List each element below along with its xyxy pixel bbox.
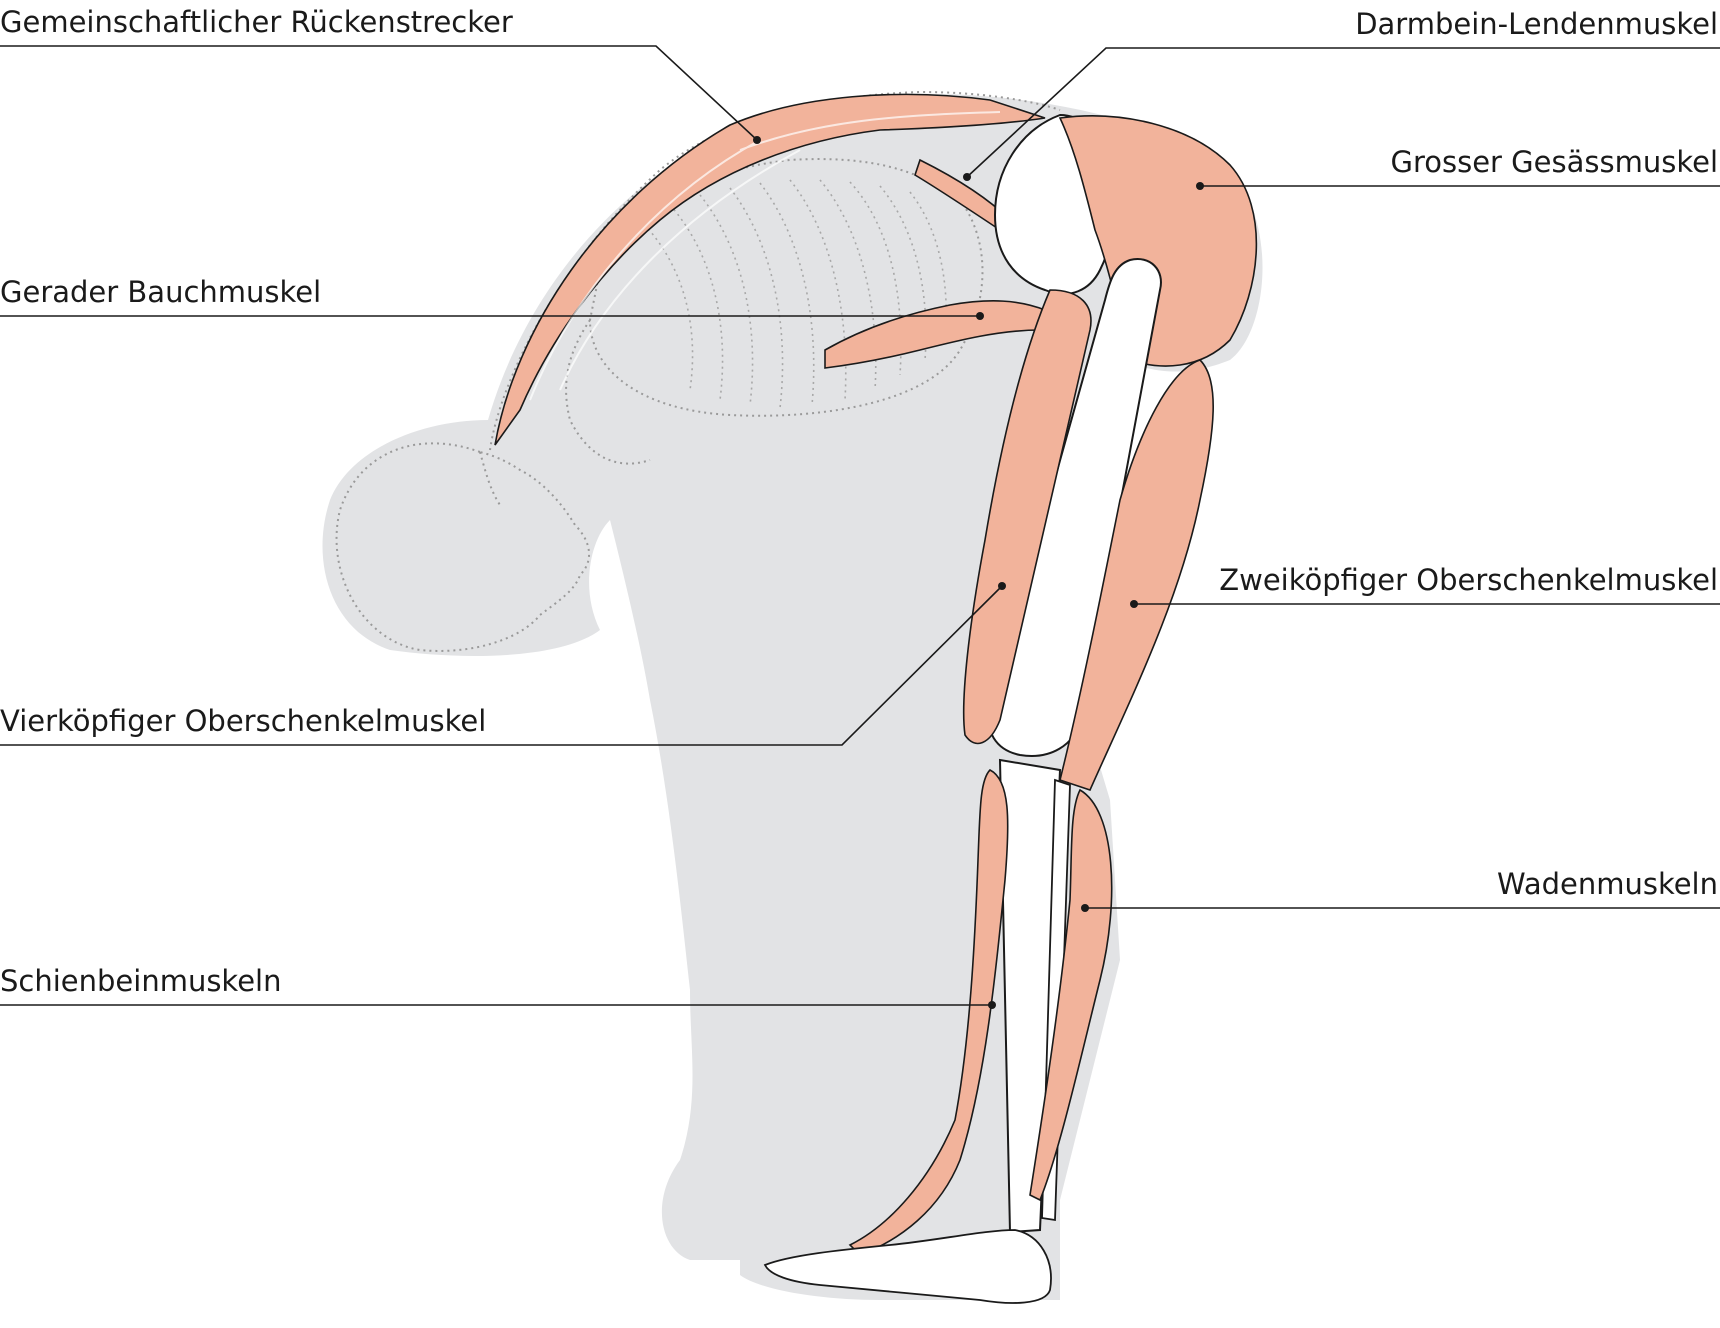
dot-erector-spinae xyxy=(753,136,761,144)
dot-quadriceps xyxy=(998,582,1006,590)
label-erector-spinae: Gemeinschaftlicher Rückenstrecker xyxy=(0,8,513,37)
label-iliopsoas: Darmbein-Lendenmuskel xyxy=(1355,10,1718,39)
dot-tibialis xyxy=(988,1001,996,1009)
dot-iliopsoas xyxy=(963,173,971,181)
label-rectus-abdominis: Gerader Bauchmuskel xyxy=(0,278,321,307)
label-gluteus-maximus: Grosser Gesässmuskel xyxy=(1390,148,1718,177)
dot-calf xyxy=(1081,904,1089,912)
label-calf-muscles: Wadenmuskeln xyxy=(1497,870,1718,899)
dot-rectus-abdominis xyxy=(976,312,984,320)
dot-biceps-femoris xyxy=(1130,600,1138,608)
dot-gluteus xyxy=(1196,182,1204,190)
label-biceps-femoris: Zweiköpfiger Oberschenkelmuskel xyxy=(1219,566,1718,595)
label-quadriceps: Vierköpfiger Oberschenkelmuskel xyxy=(0,707,486,736)
label-tibialis: Schienbeinmuskeln xyxy=(0,967,281,996)
leader-erector-spinae xyxy=(0,46,757,140)
